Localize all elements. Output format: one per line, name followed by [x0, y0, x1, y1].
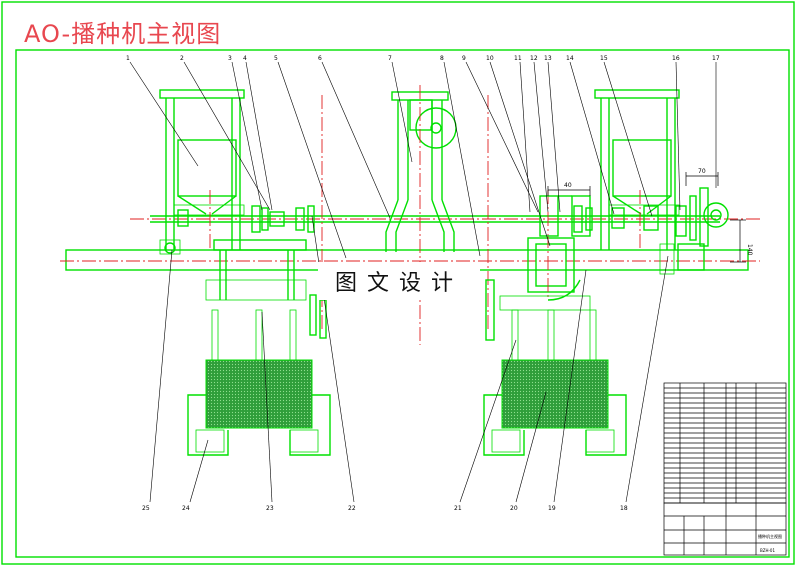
inner-border	[15, 49, 790, 558]
callout-4: 4	[243, 55, 247, 62]
centerlines	[209, 95, 641, 330]
callout-5: 5	[274, 55, 278, 62]
callout-11: 11	[514, 55, 522, 62]
right-tines	[511, 309, 597, 361]
drawing-title: AO-播种机主视图	[24, 20, 222, 48]
callout-16: 16	[672, 55, 680, 62]
right-seed-hopper	[594, 89, 680, 250]
watermark: 图文设计	[318, 262, 480, 300]
drawing-name-cell: 播种机主视图	[758, 533, 782, 539]
callout-12: 12	[530, 55, 538, 62]
callout-2: 2	[180, 55, 184, 62]
right-press-roller	[483, 359, 627, 456]
svg-text:40: 40	[564, 182, 572, 189]
drawing-number-cell: BZH-01	[760, 548, 775, 553]
callout-1: 1	[126, 55, 130, 62]
top-leader-lines	[129, 61, 717, 259]
callout-17: 17	[712, 55, 720, 62]
left-press-roller	[187, 359, 331, 456]
top-callouts: 1 2 3 4 5 6 7 8 9 10 11 12 13 14 15 16 1…	[126, 55, 720, 62]
dimension-40: 40	[547, 182, 591, 196]
callout-14: 14	[566, 55, 574, 62]
right-shaft-bearings	[573, 187, 729, 275]
svg-text:140: 140	[746, 244, 753, 256]
callout-25: 25	[142, 505, 150, 512]
callout-13: 13	[544, 55, 552, 62]
bottom-leader-lines	[149, 215, 669, 503]
callout-6: 6	[318, 55, 322, 62]
left-shaft-bearings	[159, 205, 315, 255]
callout-20: 20	[510, 505, 518, 512]
callout-8: 8	[440, 55, 444, 62]
callout-22: 22	[348, 505, 356, 512]
title-block: 播种机主视图 BZH-01	[663, 502, 787, 556]
parts-list-table	[663, 382, 787, 504]
right-subframe	[485, 279, 591, 341]
left-tines	[211, 309, 297, 361]
callout-24: 24	[182, 505, 190, 512]
callout-15: 15	[600, 55, 608, 62]
left-subframe	[205, 239, 327, 339]
callout-3: 3	[228, 55, 232, 62]
svg-text:70: 70	[698, 168, 706, 175]
left-seed-hopper	[159, 89, 245, 250]
callout-21: 21	[454, 505, 462, 512]
callout-19: 19	[548, 505, 556, 512]
dimension-140: 140	[730, 219, 753, 263]
callout-10: 10	[486, 55, 494, 62]
dimension-70: 70	[685, 168, 719, 186]
callout-7: 7	[388, 55, 392, 62]
callout-23: 23	[266, 505, 274, 512]
drive-shaft	[130, 215, 760, 223]
center-hitch-mast	[385, 85, 457, 345]
bottom-callouts: 25 24 23 22 21 20 19 18	[142, 505, 628, 512]
callout-18: 18	[620, 505, 628, 512]
callout-9: 9	[462, 55, 466, 62]
